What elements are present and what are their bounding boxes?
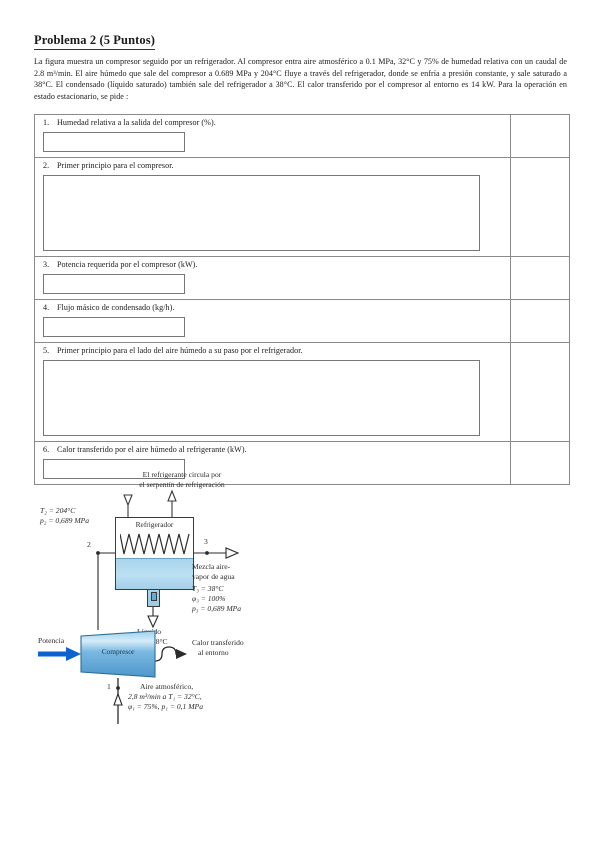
state-1-dot — [116, 686, 120, 690]
question-label: 5. Primer principio para el lado del aire… — [35, 346, 510, 356]
state-3-relative-humidity: φ₃ = 100% — [192, 594, 226, 603]
score-cell[interactable] — [510, 256, 570, 300]
score-cell[interactable] — [510, 342, 570, 442]
heat-label-line2: al entorno — [198, 648, 229, 657]
state-1-line2: 2,8 m³/min a T₁ = 32°C, — [128, 692, 202, 701]
state-1-number: 1 — [107, 682, 111, 691]
refrigerator-label: Refrigerador — [135, 520, 174, 529]
state-3-arrow — [225, 547, 240, 559]
heat-arrow-head — [176, 649, 187, 659]
compressor-label: Compresor — [101, 647, 135, 656]
answer-box[interactable] — [43, 274, 185, 294]
table-row: 2. Primer principio para el compresor. — [34, 157, 570, 257]
coil-caption-line1: El refrigerante circula por — [142, 470, 222, 479]
question-label: 1. Humedad relativa a la salida del compr… — [35, 118, 510, 128]
table-row: 3. Potencia requerida por el compresor (k… — [34, 256, 570, 300]
question-number: 3. — [43, 260, 50, 269]
state-2-number: 2 — [87, 540, 91, 549]
problem-statement: La figura muestra un compresor seguido p… — [34, 57, 567, 101]
question-text: Humedad relativa a la salida del compres… — [57, 118, 216, 127]
score-cell[interactable] — [510, 299, 570, 343]
question-number: 6. — [43, 445, 50, 454]
question-text: Calor transferido por el aire húmedo al … — [57, 445, 247, 454]
table-row: 5. Primer principio para el lado del aire… — [34, 342, 570, 442]
answer-box[interactable] — [43, 360, 480, 436]
condensate-arrow — [147, 615, 159, 629]
question-text: Flujo másico de condensado (kg/h). — [57, 303, 175, 312]
compressor-body — [80, 630, 156, 678]
question-cell: 5. Primer principio para el lado del aire… — [34, 342, 511, 442]
condensate-spout — [147, 590, 160, 607]
process-diagram: El refrigerante circula por el serpentín… — [0, 466, 600, 726]
state-3-caption-line1: Mezcla aire- — [192, 562, 231, 571]
heat-label-line1: Calor transferido — [192, 638, 244, 647]
question-cell: 6. Calor transferido por el aire húmedo a… — [34, 441, 511, 485]
question-label: 2. Primer principio para el compresor. — [35, 161, 510, 171]
state-2-pressure: p₂ = 0,689 MPa — [40, 516, 90, 525]
question-cell: 3. Potencia requerida por el compresor (k… — [34, 256, 511, 300]
refrigerator-vessel: Refrigerador — [115, 517, 194, 590]
state-1-line3: φ₁ = 75%, p₁ = 0,1 MPa — [128, 702, 203, 711]
questions-table-body: 1. Humedad relativa a la salida del compr… — [34, 114, 570, 485]
answer-box[interactable] — [43, 317, 185, 337]
state-3-caption-line2: vapor de agua — [192, 572, 235, 581]
answer-box[interactable] — [43, 459, 185, 479]
page-title: Problema 2 (5 Puntos) — [34, 33, 155, 50]
score-cell[interactable] — [510, 114, 570, 158]
spout-plug — [151, 592, 157, 601]
state-1-line1: Aire atmosférico, — [140, 682, 194, 691]
table-row: 4. Flujo másico de condensado (kg/h). — [34, 299, 570, 343]
state-3-temperature: T₃ = 38°C — [192, 584, 224, 593]
questions-table: 1. Humedad relativa a la salida del compr… — [34, 114, 570, 485]
coil-caption-line2: el serpentín de refrigeración — [139, 480, 225, 489]
refrigerant-in-arrow — [123, 494, 133, 507]
state-1-arrow — [113, 692, 123, 706]
score-cell[interactable] — [510, 441, 570, 485]
question-text: Potencia requerida por el compresor (kW)… — [57, 260, 198, 269]
question-block: 6. Calor transferido por el aire húmedo a… — [35, 442, 510, 484]
question-number: 2. — [43, 161, 50, 170]
question-block: 4. Flujo másico de condensado (kg/h). — [35, 300, 510, 342]
table-row: 1. Humedad relativa a la salida del compr… — [34, 114, 570, 158]
table-row: 6. Calor transferido por el aire húmedo a… — [34, 441, 570, 485]
question-text: Primer principio para el compresor. — [57, 161, 174, 170]
state-2-dot — [96, 551, 100, 555]
question-text: Primer principio para el lado del aire h… — [57, 346, 303, 355]
compressor-unit: Compresor — [80, 630, 156, 678]
question-cell: 1. Humedad relativa a la salida del compr… — [34, 114, 511, 158]
question-number: 5. — [43, 346, 50, 355]
question-number: 4. — [43, 303, 50, 312]
state-3-dot — [205, 551, 209, 555]
question-block: 5. Primer principio para el lado del aire… — [35, 343, 510, 441]
question-label: 4. Flujo másico de condensado (kg/h). — [35, 303, 510, 313]
answer-box[interactable] — [43, 132, 185, 152]
question-block: 2. Primer principio para el compresor. — [35, 158, 510, 256]
refrigerant-out-arrow — [167, 489, 177, 502]
answer-box[interactable] — [43, 175, 480, 251]
state-2-temperature: T₂ = 204°C — [40, 506, 76, 515]
question-block: 1. Humedad relativa a la salida del compr… — [35, 115, 510, 157]
state-3-number: 3 — [204, 537, 208, 546]
condensate-pool — [116, 558, 193, 589]
power-arrow — [38, 647, 81, 661]
question-number: 1. — [43, 118, 50, 127]
question-label: 3. Potencia requerida por el compresor (k… — [35, 260, 510, 270]
question-label: 6. Calor transferido por el aire húmedo a… — [35, 445, 510, 455]
question-block: 3. Potencia requerida por el compresor (k… — [35, 257, 510, 299]
question-cell: 4. Flujo másico de condensado (kg/h). — [34, 299, 511, 343]
question-cell: 2. Primer principio para el compresor. — [34, 157, 511, 257]
score-cell[interactable] — [510, 157, 570, 257]
cooling-coil-icon — [120, 533, 190, 555]
power-label: Potencia — [38, 636, 65, 645]
state-3-pressure: p₃ = 0,689 MPa — [192, 604, 242, 613]
diagram-lines — [38, 489, 240, 724]
